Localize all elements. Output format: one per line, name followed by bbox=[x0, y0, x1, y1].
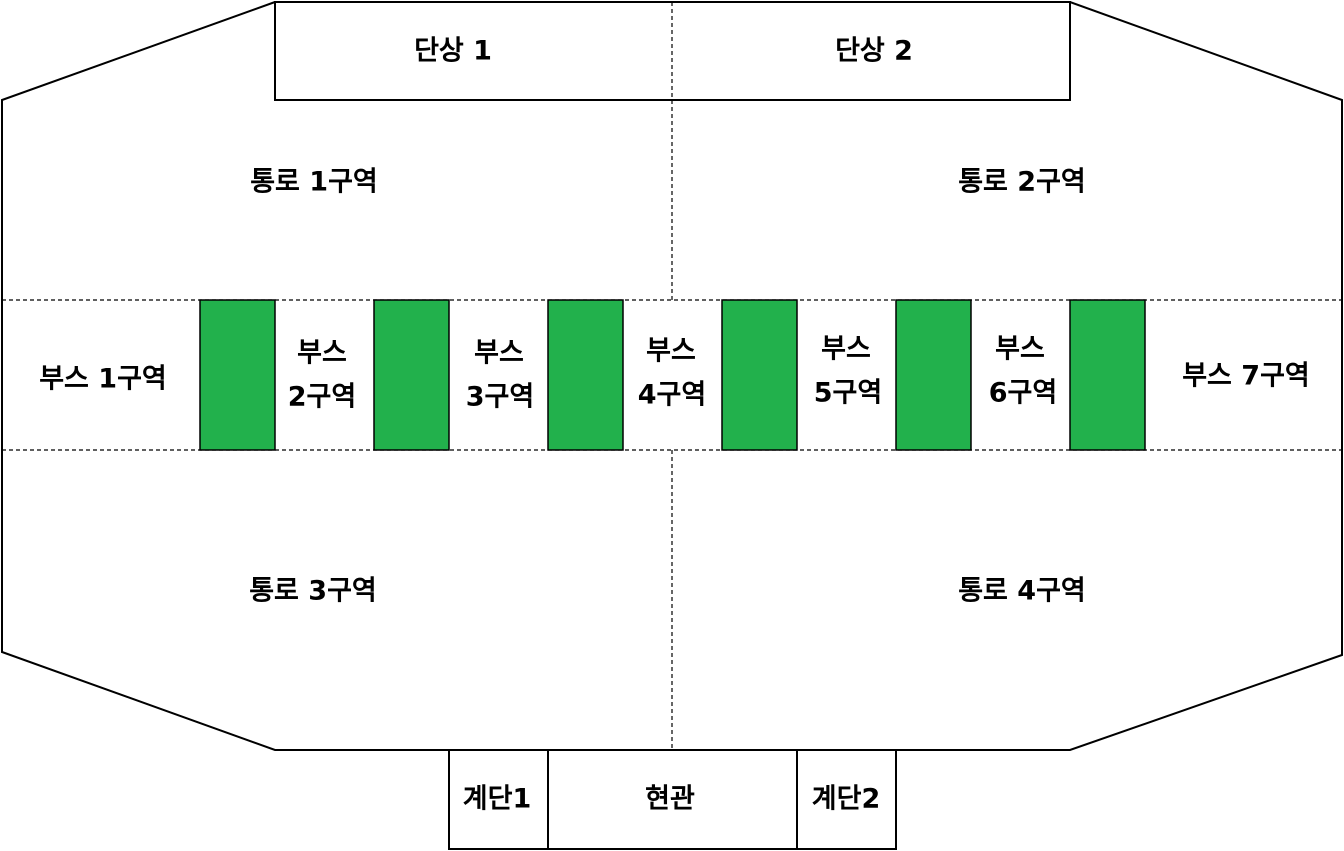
booth-1-label: 부스 1구역 bbox=[39, 364, 167, 395]
booth-4-label-line2: 4구역 bbox=[638, 380, 706, 411]
booth-block-3 bbox=[547, 299, 624, 451]
booth-blocks bbox=[199, 299, 1146, 451]
booth-5-label-line2: 5구역 bbox=[814, 378, 882, 409]
booth-block-2 bbox=[373, 299, 450, 451]
booth-2-label-line1: 부스 bbox=[297, 338, 347, 369]
booth-3-label-line2: 3구역 bbox=[466, 382, 534, 413]
stairs-2-label: 계단2 bbox=[812, 784, 880, 815]
hall-outline bbox=[1, 1, 1343, 751]
stairs-1-box bbox=[448, 749, 549, 850]
booth-7-label: 부스 7구역 bbox=[1182, 361, 1310, 392]
booth-block-6 bbox=[1069, 299, 1146, 451]
aisle-2-label: 통로 2구역 bbox=[958, 167, 1086, 198]
booth-2-label-line2: 2구역 bbox=[288, 382, 356, 413]
lobby-label: 현관 bbox=[645, 784, 695, 815]
aisle-4-label: 통로 4구역 bbox=[958, 576, 1086, 607]
stage-1-label: 단상 1 bbox=[414, 36, 492, 67]
booth-6-label-line2: 6구역 bbox=[989, 378, 1057, 409]
aisle-1-label: 통로 1구역 bbox=[250, 167, 378, 198]
booth-5-label-line1: 부스 bbox=[821, 334, 871, 365]
booth-block-5 bbox=[895, 299, 972, 451]
lobby-box bbox=[547, 749, 798, 850]
stage-2-label: 단상 2 bbox=[835, 36, 913, 67]
booth-6-label-line1: 부스 bbox=[995, 334, 1045, 365]
booth-block-4 bbox=[721, 299, 798, 451]
stairs-1-label: 계단1 bbox=[463, 784, 531, 815]
booth-block-1 bbox=[199, 299, 276, 451]
aisle-3-label: 통로 3구역 bbox=[249, 576, 377, 607]
stairs-2-box bbox=[796, 749, 897, 850]
booth-3-label-line1: 부스 bbox=[474, 338, 524, 369]
booth-4-label-line1: 부스 bbox=[646, 336, 696, 367]
